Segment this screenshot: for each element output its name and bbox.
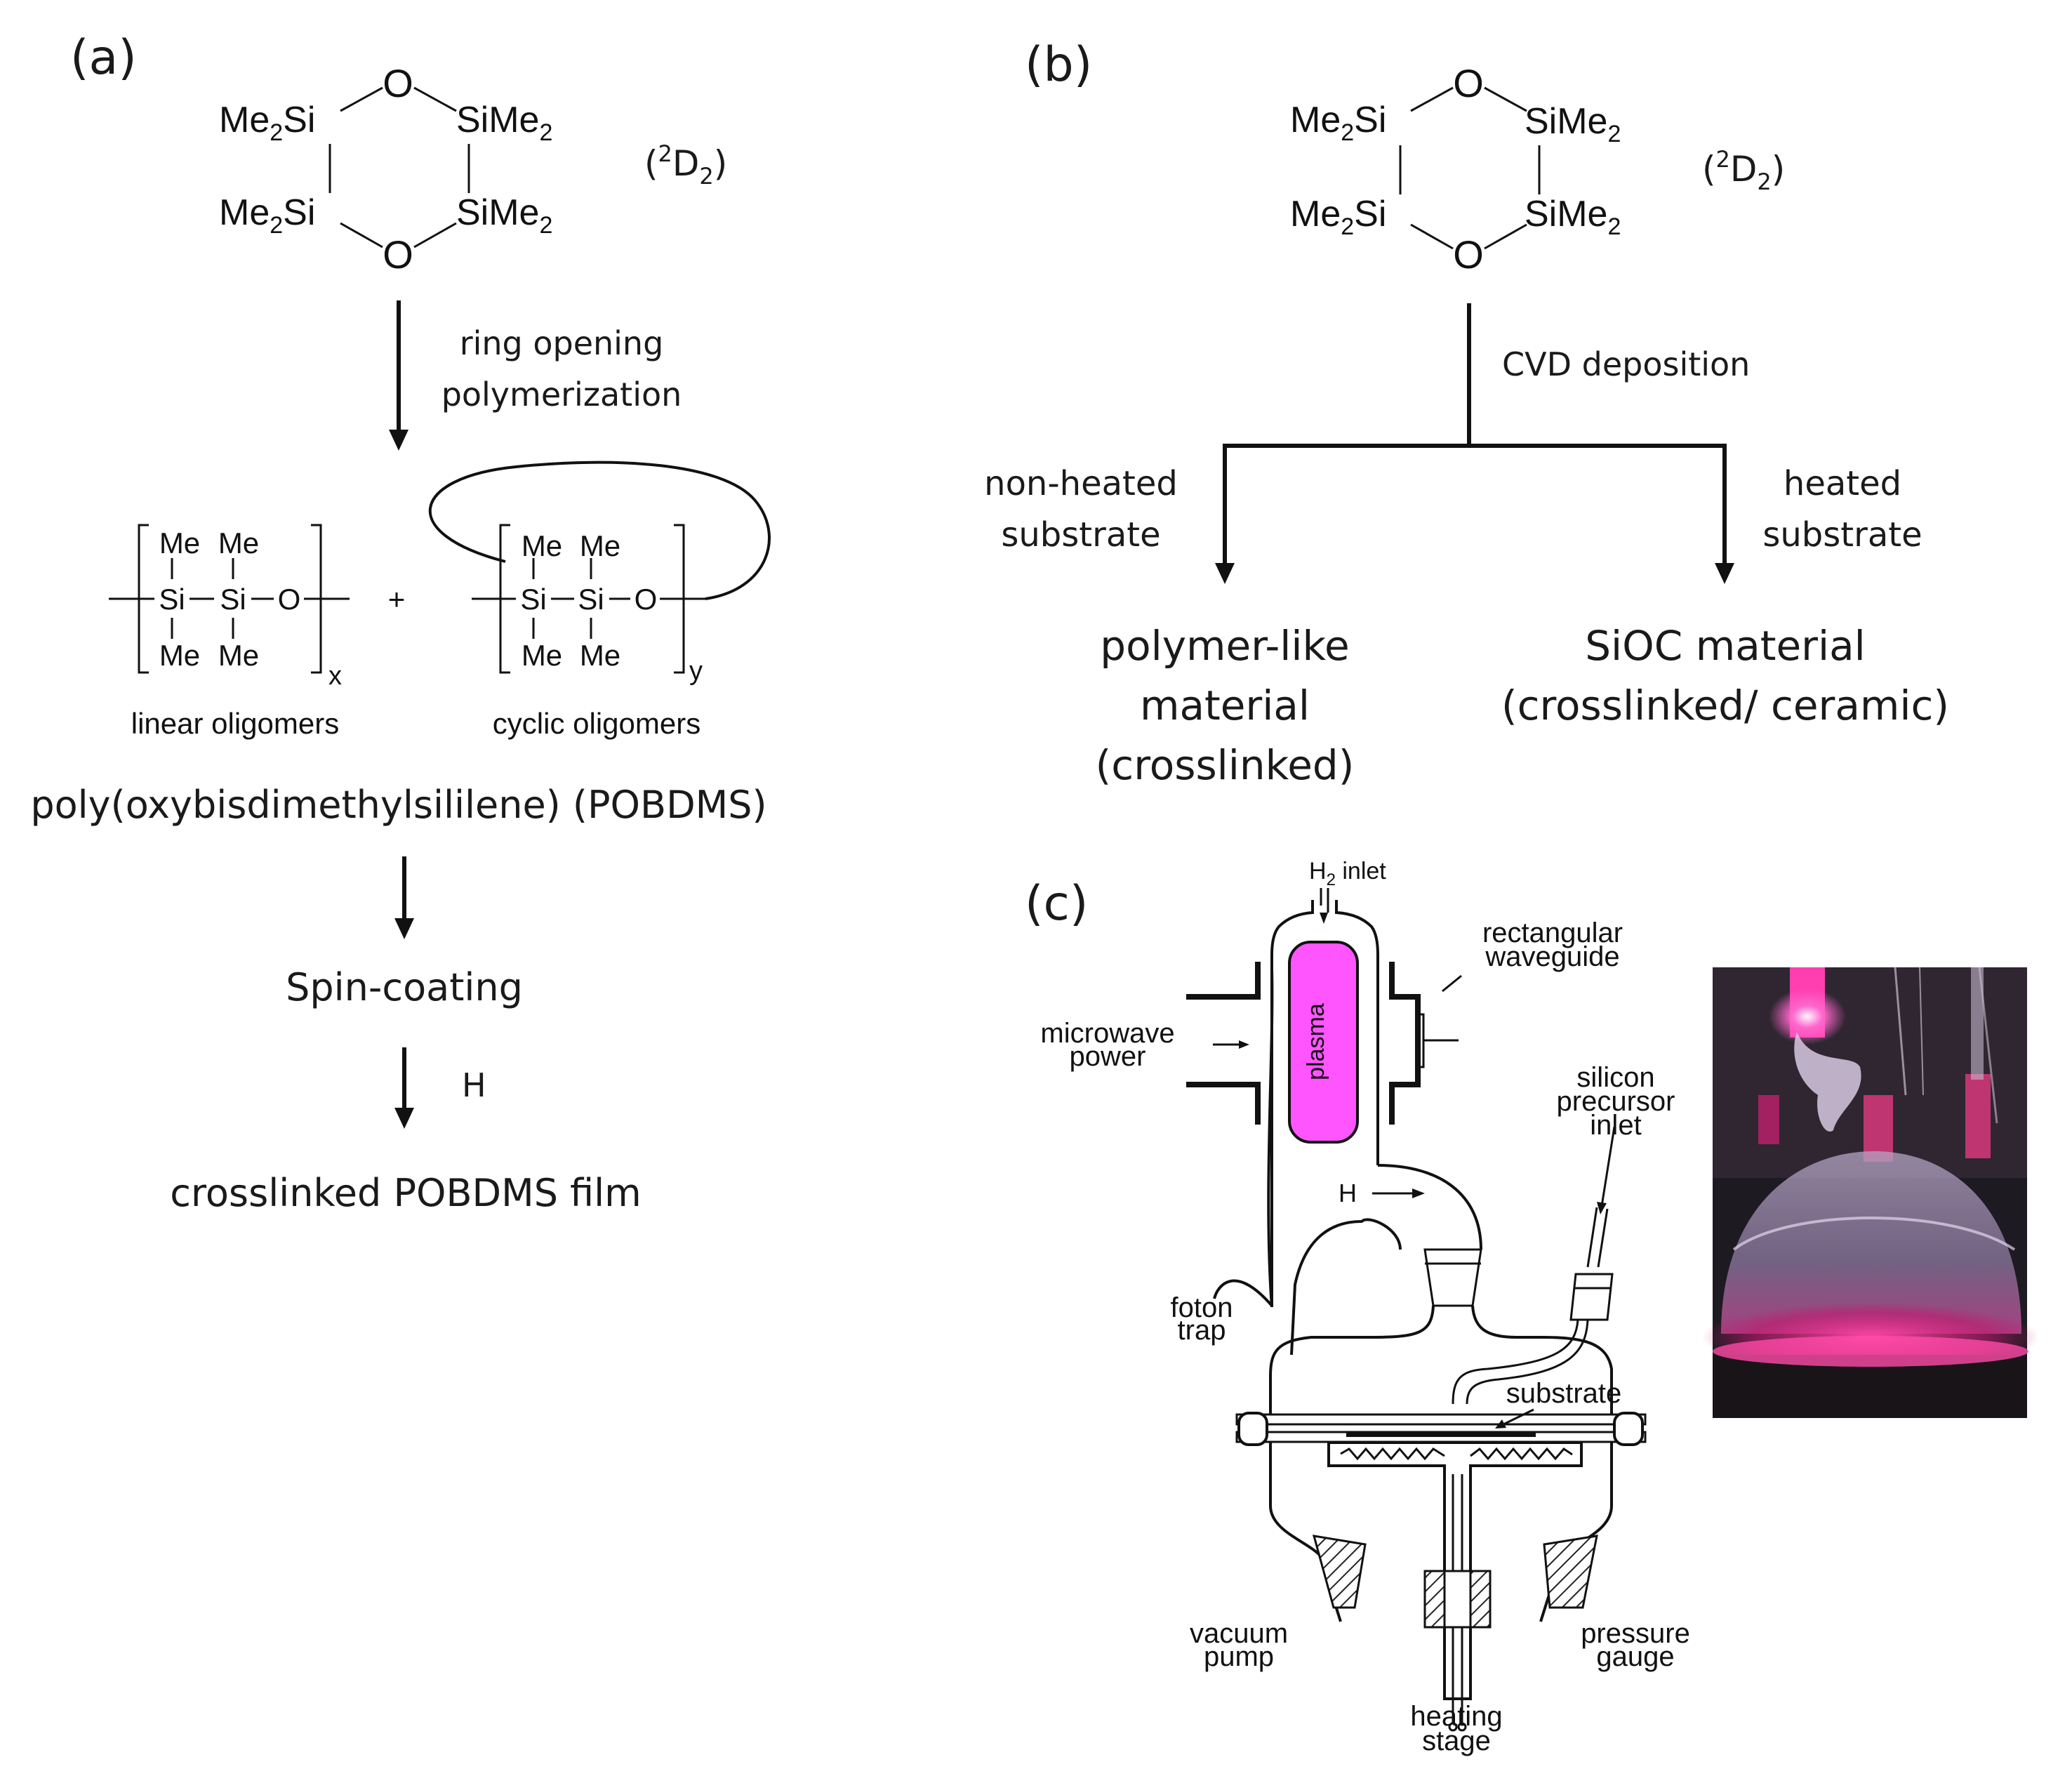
linear-me-4: Me: [218, 639, 259, 672]
condition-heated-1: heated: [1784, 464, 1901, 503]
label-heating-1: heating: [1410, 1701, 1502, 1732]
silicon-inlet-tube: [1452, 1207, 1614, 1405]
panel-a-label: (a): [70, 30, 137, 86]
ring-oxygen-bottom: O: [383, 232, 413, 277]
label-silicon-2: precursor: [1557, 1086, 1675, 1117]
b-ring-sime2-bottom: SiMe2: [1525, 194, 1621, 240]
label-waveguide-1: rectangular: [1482, 917, 1623, 948]
cyclic-subscript-y: y: [689, 656, 703, 686]
condition-non-heated-1: non-heated: [984, 464, 1178, 503]
label-waveguide-2: waveguide: [1485, 941, 1619, 972]
b-ring-me2si-top: Me2Si: [1290, 100, 1386, 146]
cyclic-me-2: Me: [580, 529, 620, 562]
linear-si-2: Si: [220, 583, 246, 616]
cyclic-me-3: Me: [522, 639, 562, 672]
b-ring-oxygen-top: O: [1453, 61, 1484, 105]
arrow-spin-coating: [394, 856, 414, 939]
label-h2-inlet: H2 inlet: [1309, 858, 1386, 889]
label-foton-2: trap: [1178, 1315, 1226, 1346]
reactor-schematic: H2 inlet plasma: [1040, 858, 1689, 1756]
label-substrate: substrate: [1506, 1378, 1622, 1409]
label-h-flow: H: [1339, 1179, 1357, 1207]
cyclic-si-2: Si: [578, 583, 604, 616]
label-microwave-2: power: [1070, 1041, 1146, 1072]
label-microwave-1: microwave: [1040, 1018, 1174, 1049]
step-polymerization: polymerization: [441, 376, 682, 413]
label-foton-1: foton: [1171, 1292, 1233, 1323]
b-ring-oxygen-bottom: O: [1453, 232, 1484, 277]
label-heating-2: stage: [1422, 1725, 1491, 1756]
cyclic-si-1: Si: [520, 583, 546, 616]
label-vacuum-2: pump: [1204, 1641, 1274, 1672]
ring-notation-d2: (2D2): [644, 140, 727, 190]
condition-non-heated-2: substrate: [1001, 515, 1160, 555]
polymer-name: poly(oxybisdimethylsililene) (POBDMS): [30, 783, 766, 827]
b-ring-bonds: [1399, 86, 1541, 250]
step-ring-opening: ring opening: [460, 324, 664, 362]
plasma-region: [1288, 941, 1359, 1144]
linear-subscript-x: x: [328, 661, 342, 691]
label-vacuum-1: vacuum: [1190, 1618, 1288, 1649]
product-polymer-like-3: (crosslinked): [1096, 741, 1355, 789]
condition-heated-2: substrate: [1762, 515, 1922, 555]
linear-o: O: [278, 583, 301, 616]
panel-b: (b) O O Me2Si Me2Si SiMe2 SiMe2 (2D2): [984, 37, 1949, 789]
product-sioc-1: SiOC material: [1585, 622, 1866, 670]
panel-b-ring-molecule: O O Me2Si Me2Si SiMe2 SiMe2 (2D2): [1290, 61, 1785, 277]
product-polymer-like-2: material: [1140, 682, 1310, 729]
ring-oxygen-top: O: [383, 61, 413, 105]
waveguide-walls: [1186, 962, 1421, 1125]
panel-c-label: (c): [1025, 876, 1088, 932]
ring-bonds: [328, 86, 470, 249]
vessel-flange: [1235, 1412, 1647, 1446]
cyclic-me-4: Me: [580, 639, 620, 672]
linear-me-1: Me: [159, 526, 200, 559]
plus-sign: +: [388, 583, 406, 616]
step-cvd-deposition: CVD deposition: [1502, 345, 1750, 383]
cyclic-oligomers-label: cyclic oligomers: [493, 707, 700, 740]
gauge-port: [1543, 1535, 1598, 1609]
cvd-branch-connector: [1215, 303, 1734, 584]
linear-me-2: Me: [218, 526, 259, 559]
b-ring-sime2-top: SiMe2: [1525, 101, 1621, 147]
panel-a: (a) O O Me2Si Me2Si SiMe2 SiMe2 (2D2): [30, 30, 771, 1215]
panel-c: (c) H2 inlet: [1025, 858, 2039, 1756]
label-pressure-1: pressure: [1581, 1618, 1690, 1649]
linear-si-1: Si: [159, 583, 185, 616]
product-sioc-2: (crosslinked/ ceramic): [1501, 682, 1949, 729]
reactor-photo: [1702, 967, 2039, 1418]
panel-b-label: (b): [1025, 37, 1092, 93]
arrow-ring-opening: [389, 300, 409, 451]
ring-me2si-bottom: Me2Si: [219, 192, 315, 239]
b-ring-notation-d2: (2D2): [1702, 146, 1785, 195]
cyclic-me-1: Me: [522, 529, 562, 562]
linear-me-3: Me: [159, 639, 200, 672]
ring-me2si-top: Me2Si: [219, 100, 315, 146]
ring-sime2-top: SiMe2: [456, 100, 552, 146]
vacuum-port: [1312, 1535, 1367, 1609]
cyclic-oligomer-structure: Me Me Si Si O Me Me y: [428, 461, 771, 686]
label-silicon-3: inlet: [1590, 1110, 1641, 1141]
b-ring-me2si-bottom: Me2Si: [1290, 194, 1386, 240]
step-h: H: [462, 1066, 486, 1104]
cyclic-o: O: [635, 583, 658, 616]
label-plasma: plasma: [1303, 1003, 1329, 1080]
ring-sime2-bottom: SiMe2: [456, 192, 552, 239]
product-crosslinked-film: crosslinked POBDMS film: [170, 1171, 642, 1215]
product-polymer-like-1: polymer-like: [1100, 622, 1349, 670]
linear-oligomers-label: linear oligomers: [131, 707, 339, 740]
linear-oligomer-structure: Me Me Si Si O Me Me x: [109, 524, 350, 691]
arrow-h-treatment: [394, 1047, 414, 1129]
step-spin-coating: Spin-coating: [286, 965, 523, 1009]
panel-a-ring-molecule: O O Me2Si Me2Si SiMe2 SiMe2 (2D2): [219, 61, 727, 277]
label-pressure-2: gauge: [1596, 1641, 1674, 1672]
label-silicon-1: silicon: [1576, 1062, 1654, 1093]
